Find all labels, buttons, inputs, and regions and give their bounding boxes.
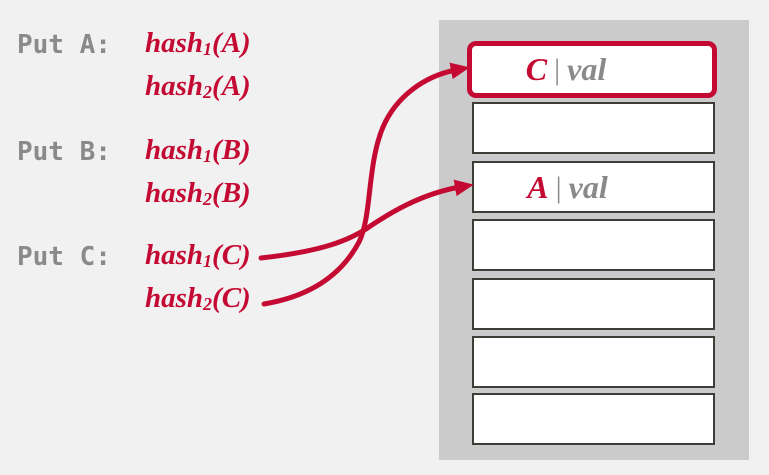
slot-entry: C|val: [526, 53, 606, 86]
hash-fn-argument: (A): [212, 70, 251, 102]
hash-function-label: hash2(B): [145, 172, 251, 215]
hash-fn-argument: (B): [212, 134, 251, 166]
put-label: Put A:: [17, 30, 111, 60]
hash-function-label: hash1(A): [145, 22, 251, 65]
hash-fn-subscript: 1: [203, 146, 213, 167]
hash-fn-subscript: 2: [203, 294, 213, 315]
hash-function-list: hash1(B)hash2(B): [145, 129, 251, 215]
hash-fn-argument: (C): [212, 282, 251, 314]
table-slot-6-empty: [472, 336, 715, 388]
hash-fn-name: hash: [145, 239, 204, 271]
slot-value: val: [568, 168, 608, 205]
slot-separator: |: [554, 53, 561, 86]
hash-function-label: hash2(A): [145, 65, 251, 108]
slot-key: A: [527, 168, 549, 205]
hash-fn-argument: (A): [212, 27, 251, 59]
hash-fn-name: hash: [145, 70, 204, 102]
slot-separator: |: [555, 170, 562, 204]
put-group-c: Put C:hash1(C)hash2(C): [17, 234, 251, 320]
hash-fn-name: hash: [145, 282, 204, 314]
table-slot-5-empty: [472, 278, 715, 330]
hash-function-label: hash1(B): [145, 129, 251, 172]
slot-entry: A|val: [527, 171, 607, 204]
table-slot-7-empty: [472, 393, 715, 445]
hash-fn-argument: (B): [212, 177, 251, 209]
slot-key: C: [525, 51, 548, 87]
table-slot-2-empty: [472, 102, 715, 154]
hash-fn-argument: (C): [212, 239, 251, 271]
hash-fn-subscript: 2: [203, 189, 213, 210]
hash-fn-name: hash: [145, 134, 204, 166]
table-slot-1-c: C|val: [467, 41, 717, 98]
hash-fn-subscript: 2: [203, 82, 213, 103]
hash-fn-subscript: 1: [203, 251, 213, 272]
put-group-a: Put A:hash1(A)hash2(A): [17, 22, 251, 108]
table-slot-3-a: A|val: [472, 161, 715, 213]
hash-function-list: hash1(C)hash2(C): [145, 234, 251, 320]
arrow-hash1-c-to-slot-3: [258, 179, 474, 261]
slot-value: val: [567, 51, 607, 87]
hash-function-list: hash1(A)hash2(A): [145, 22, 251, 108]
hash-function-label: hash1(C): [145, 234, 251, 277]
hash-fn-name: hash: [145, 27, 204, 59]
put-label: Put C:: [17, 242, 111, 272]
hash-function-label: hash2(C): [145, 277, 251, 320]
put-group-b: Put B:hash1(B)hash2(B): [17, 129, 251, 215]
hash-fn-subscript: 1: [203, 39, 213, 60]
table-slot-4-empty: [472, 219, 715, 271]
put-label: Put B:: [17, 137, 111, 167]
hash-fn-name: hash: [145, 177, 204, 209]
arrow-hash2-c-to-slot-1: [261, 62, 470, 307]
